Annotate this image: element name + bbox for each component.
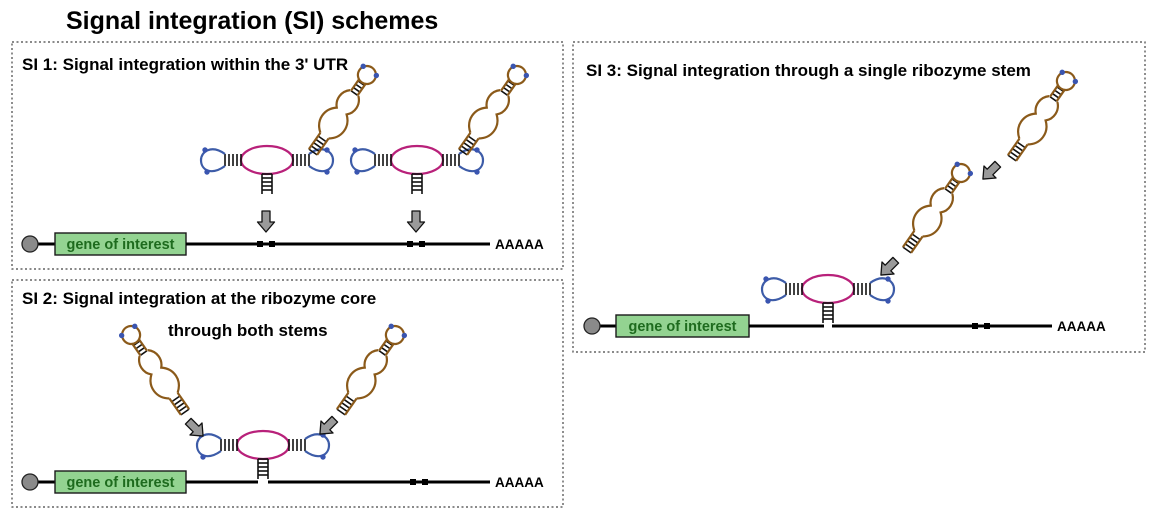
polya-tail: AAAAA <box>495 475 544 490</box>
gene-label: gene of interest <box>67 237 175 253</box>
aptamer-icon <box>328 318 413 421</box>
cleavage-site-icon <box>269 241 275 247</box>
arrow-icon <box>256 210 276 233</box>
cap-icon <box>583 317 601 335</box>
gene-label: gene of interest <box>629 319 737 335</box>
polya-tail: AAAAA <box>1057 319 1106 334</box>
cleavage-site-icon <box>419 241 425 247</box>
cleavage-site-icon <box>407 241 413 247</box>
arrow-icon <box>313 412 342 441</box>
ribozyme-icon <box>195 429 331 481</box>
cleavage-site-icon <box>972 323 978 329</box>
cleavage-site-icon <box>410 479 416 485</box>
panel-si2-border <box>11 279 564 508</box>
aptamer-icon <box>450 58 535 161</box>
cap-icon <box>21 235 39 253</box>
panel-si2: SI 2: Signal integration at the ribozyme… <box>11 279 564 508</box>
arrow-icon <box>181 414 210 443</box>
aptamer-icon <box>999 64 1084 167</box>
figure-title: Signal integration (SI) schemes <box>66 7 438 35</box>
panel-si1: SI 1: Signal integration within the 3' U… <box>11 41 564 270</box>
ribozyme-icon <box>349 144 485 196</box>
arrow-icon <box>976 157 1005 186</box>
gene-label: gene of interest <box>67 475 175 491</box>
cleavage-site-icon <box>257 241 263 247</box>
arrow-icon <box>406 210 426 233</box>
panel-si2-title-line2: through both stems <box>168 321 328 340</box>
ribozyme-icon <box>760 273 896 325</box>
panel-si3: SI 3: Signal integration through a singl… <box>572 41 1146 353</box>
ribozyme-icon <box>199 144 335 196</box>
panel-si2-title-line1: SI 2: Signal integration at the ribozyme… <box>22 289 376 308</box>
aptamer-icon <box>300 58 385 161</box>
panel-si3-title: SI 3: Signal integration through a singl… <box>586 61 1031 80</box>
cleavage-site-icon <box>984 323 990 329</box>
polya-tail: AAAAA <box>495 237 544 252</box>
cap-icon <box>21 473 39 491</box>
aptamer-icon <box>894 156 979 259</box>
panel-si1-title: SI 1: Signal integration within the 3' U… <box>22 55 348 74</box>
cleavage-site-icon <box>422 479 428 485</box>
panel-si1-border <box>11 41 564 270</box>
